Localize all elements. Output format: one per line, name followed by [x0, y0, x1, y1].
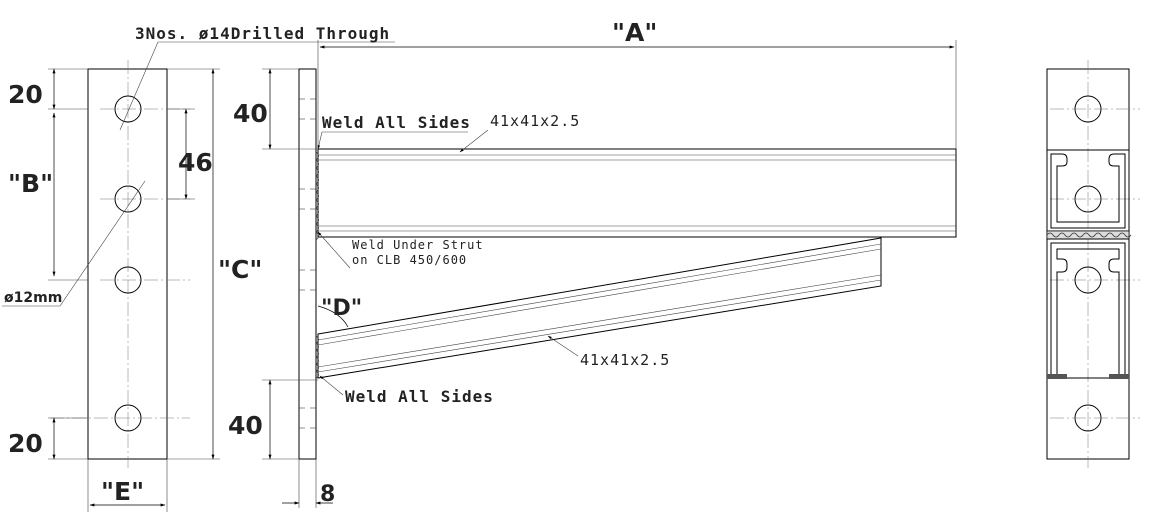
brace-profile-note: 41x41x2.5 [580, 351, 670, 369]
arm-profile-note: 41x41x2.5 [490, 112, 580, 130]
holes-note: 3Nos. ø14Drilled Through [135, 24, 390, 43]
dim-bottom-offset: 40 [228, 411, 263, 440]
weld-bead-brace [315, 335, 319, 379]
dim-hole-pitch: 46 [178, 148, 213, 177]
weld-bead-arm [315, 151, 319, 241]
base-plate-outline [87, 68, 168, 460]
holes-leader [119, 41, 159, 131]
bracket-side-view: "A" 40 40 8 "D" Weld All Sides 41x41x2.5… [228, 18, 957, 508]
weld-under-note-2: on CLB 450/600 [352, 253, 467, 267]
end-weld-right [1109, 374, 1129, 379]
dim-top-offset: 40 [233, 99, 268, 128]
side-plate-outline [298, 68, 317, 460]
dim-bottom-edge: 20 [8, 429, 43, 458]
hole-third [100, 266, 190, 294]
brace-channel-section [1047, 238, 1130, 379]
plate-front-view: 3Nos. ø14Drilled Through ø12mm 20 "B" 20… [2, 24, 395, 512]
diagonal-brace [317, 237, 882, 379]
horizontal-arm [317, 148, 957, 238]
slot-note: ø12mm [4, 290, 62, 306]
weld-bottom-note: Weld All Sides [345, 387, 494, 406]
plate-hole-marks [299, 98, 316, 429]
dim-plate-thickness: 8 [320, 482, 335, 507]
dim-top-edge: 20 [8, 80, 43, 109]
dim-a: "A" [612, 18, 657, 47]
weld-under-note-1: Weld Under Strut [352, 238, 484, 252]
angle-arc [317, 305, 349, 328]
end-weld-left [1047, 374, 1067, 379]
weld-top-note: Weld All Sides [322, 113, 471, 132]
slot-leader [59, 180, 146, 307]
bracket-end-view [1046, 60, 1140, 468]
dim-e: "E" [101, 477, 144, 506]
dim-b: "B" [8, 169, 53, 198]
dim-c: "C" [218, 255, 262, 284]
dim-d: "D" [321, 296, 362, 321]
